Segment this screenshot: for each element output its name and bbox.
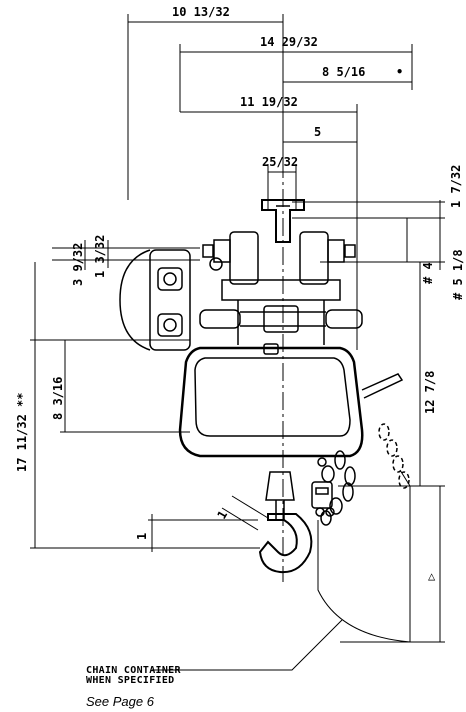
dim-1-3-32: 1 3/32 bbox=[93, 235, 107, 278]
dimension-lines-right bbox=[292, 200, 445, 643]
dim-12-7-8: 12 7/8 bbox=[423, 371, 437, 414]
hoist-body bbox=[119, 199, 410, 574]
dim-1-left: 1 bbox=[135, 533, 149, 540]
see-page-note: See Page 6 bbox=[86, 694, 154, 709]
dim-1-7-32: 1 7/32 bbox=[449, 165, 463, 208]
dim-25-32: 25/32 bbox=[262, 155, 298, 169]
dimension-lines-left bbox=[30, 240, 260, 552]
dim-5: 5 bbox=[314, 125, 321, 139]
triangle-marker: △ bbox=[428, 569, 436, 583]
bullet-marker: • bbox=[396, 65, 403, 79]
dim-10-13-32: 10 13/32 bbox=[172, 5, 230, 19]
dim-8-5-16: 8 5/16 bbox=[322, 65, 365, 79]
dim-17-11-32: 17 11/32 ** bbox=[15, 393, 29, 472]
chain-container bbox=[317, 469, 411, 643]
chain-container-leader bbox=[152, 619, 343, 671]
chain-container-note-line1: CHAIN CONTAINER bbox=[86, 665, 181, 676]
dim-8-3-16: 8 3/16 bbox=[51, 377, 65, 420]
chain-container-note-line2: WHEN SPECIFIED bbox=[86, 675, 175, 686]
dim-5-1-8: # 5 1/8 bbox=[451, 249, 465, 300]
hook-dim-line bbox=[231, 495, 269, 519]
dim-11-19-32: 11 19/32 bbox=[240, 95, 298, 109]
dim-4: # 4 bbox=[421, 262, 435, 284]
dim-14-29-32: 14 29/32 bbox=[260, 35, 318, 49]
dim-3-9-32: 3 9/32 bbox=[71, 243, 85, 286]
